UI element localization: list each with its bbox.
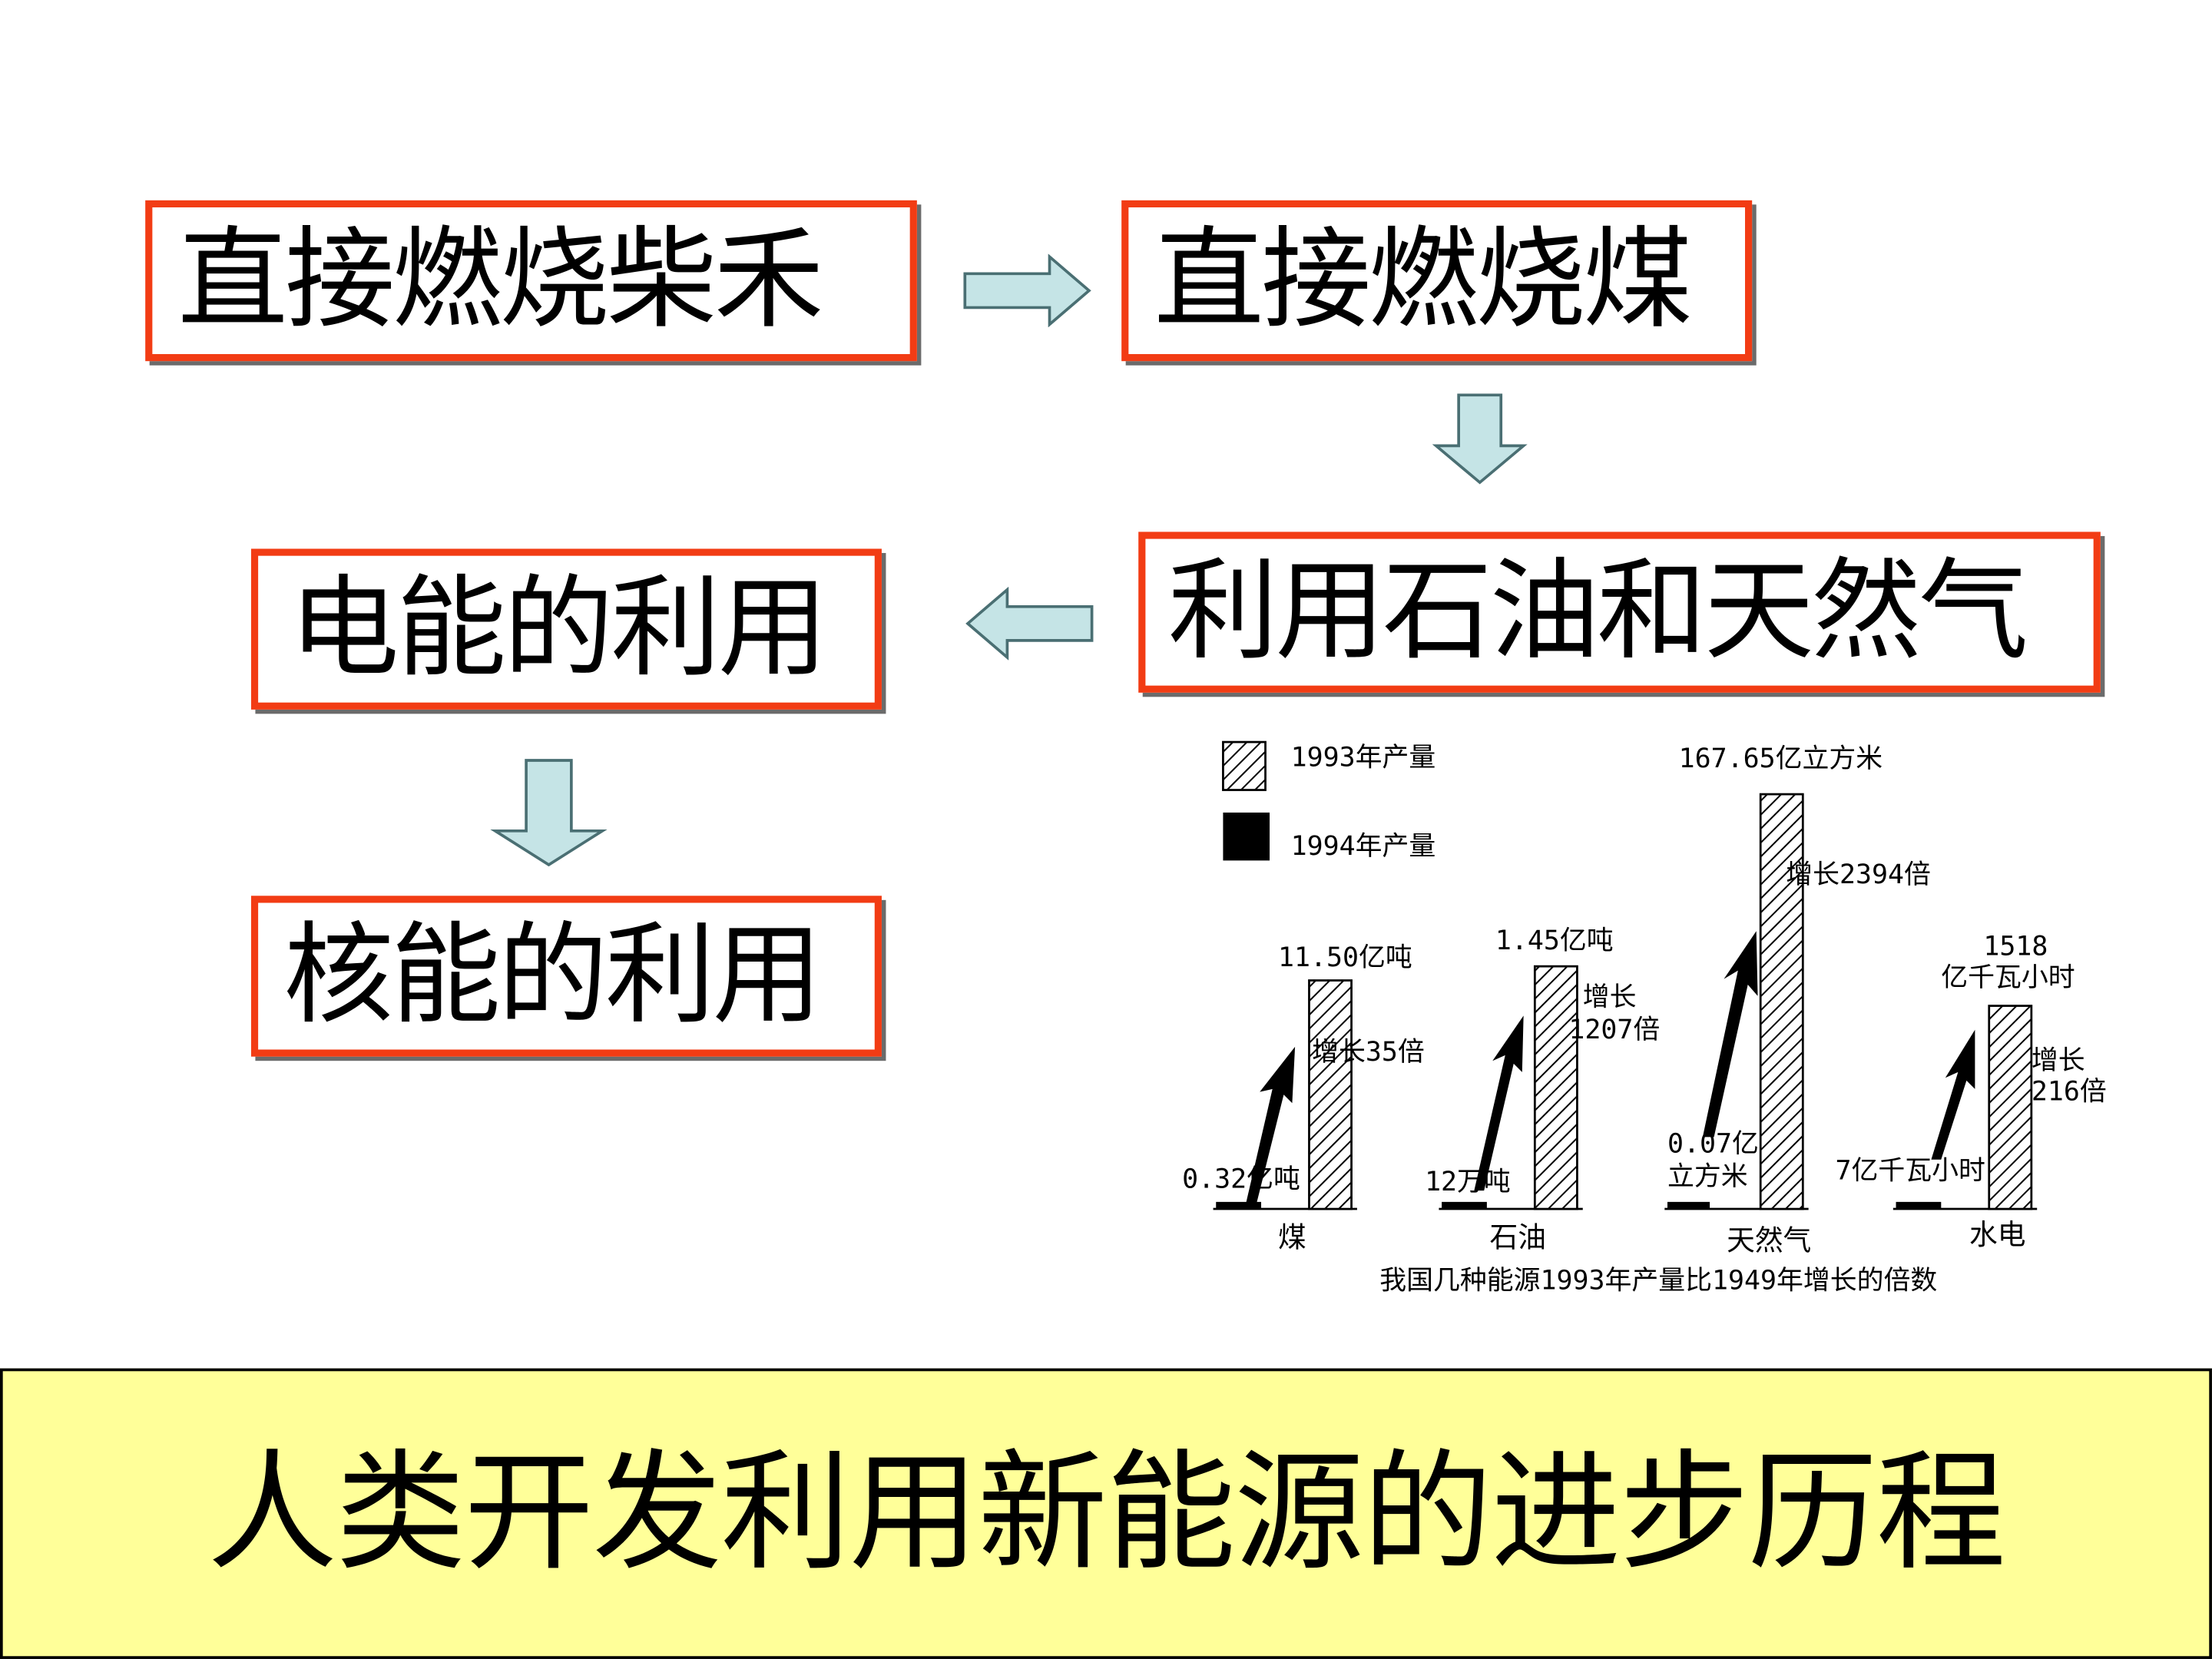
category-label: 水电: [1969, 1218, 2025, 1251]
step-label-oil-gas: 利用石油和天然气: [1167, 548, 2028, 676]
chart-caption: 我国几种能源1993年产量比1949年增长的倍数: [1379, 1266, 1937, 1296]
energy-growth-chart: 1993年产量 1994年产量 11.50亿吨 增长35倍 0.32亿吨 1.4…: [1182, 740, 2107, 1296]
bar-1993: [1988, 1005, 2033, 1210]
hydro-growth-label: 增长: [2032, 1045, 2085, 1076]
arrow-left-icon: [965, 587, 1094, 661]
bar-1993: [1759, 793, 1804, 1210]
growth-arrow-icon: [1702, 931, 1758, 1137]
oil-growth-label: 增长: [1583, 982, 1637, 1013]
step-box-coal: 直接燃烧煤: [1121, 200, 1753, 362]
hydro-low-label: 7亿千瓦小时: [1836, 1155, 1985, 1186]
category-label: 煤: [1278, 1221, 1306, 1254]
gas-low-label-2: 立方米: [1667, 1161, 1748, 1192]
oil-high-label: 1.45亿吨: [1495, 926, 1614, 956]
step-label-firewood: 直接燃烧柴禾: [177, 217, 823, 345]
legend-label-1994: 1994年产量: [1291, 831, 1436, 862]
coal-high-label: 11.50亿吨: [1278, 942, 1412, 973]
oil-low-label: 12万吨: [1425, 1167, 1511, 1197]
legend-swatch-solid: [1223, 812, 1270, 861]
bar-1994: [1442, 1201, 1487, 1210]
coal-growth-label: 增长35倍: [1312, 1037, 1425, 1068]
coal-low-label: 0.32亿吨: [1182, 1164, 1300, 1195]
title-banner: 人类开发利用新能源的进步历程: [0, 1368, 2212, 1659]
growth-arrow-icon: [1245, 1046, 1296, 1208]
gas-growth-label: 增长2394倍: [1786, 859, 1931, 890]
step-box-nuclear: 核能的利用: [250, 896, 882, 1057]
bar-1993: [1308, 979, 1353, 1210]
bar-1994: [1216, 1201, 1262, 1210]
arrow-right-icon: [963, 253, 1091, 328]
gas-high-label: 167.65亿立方米: [1679, 743, 1883, 774]
step-box-firewood: 直接燃烧柴禾: [145, 200, 917, 362]
arrow-down-icon-2: [490, 759, 608, 867]
bar-1993: [1533, 965, 1578, 1210]
step-label-coal: 直接燃烧煤: [1154, 217, 1693, 345]
bar-1994: [1896, 1201, 1942, 1210]
growth-arrow-icon: [1474, 1015, 1524, 1191]
gas-low-label: 0.07亿: [1667, 1129, 1759, 1160]
legend-swatch-hatched: [1222, 740, 1267, 791]
bar-1994: [1667, 1201, 1710, 1210]
category-label: 天然气: [1727, 1224, 1811, 1257]
step-box-electricity: 电能的利用: [250, 548, 882, 710]
oil-growth-label-2: 1207倍: [1568, 1015, 1660, 1045]
hydro-high-label: 1518: [1983, 931, 2048, 962]
step-label-electricity: 电能的利用: [289, 565, 829, 693]
growth-arrow-icon: [1931, 1029, 1975, 1160]
step-label-nuclear: 核能的利用: [283, 912, 823, 1040]
step-box-oil-gas: 利用石油和天然气: [1138, 531, 2101, 693]
hydro-growth-label-2: 216倍: [2032, 1077, 2107, 1108]
arrow-down-icon: [1432, 393, 1528, 485]
legend-label-1993: 1993年产量: [1291, 742, 1436, 773]
banner-title: 人类开发利用新能源的进步历程: [207, 1437, 2006, 1589]
hydro-high-label-2: 亿千瓦小时: [1941, 962, 2075, 993]
category-label: 石油: [1490, 1221, 1546, 1254]
